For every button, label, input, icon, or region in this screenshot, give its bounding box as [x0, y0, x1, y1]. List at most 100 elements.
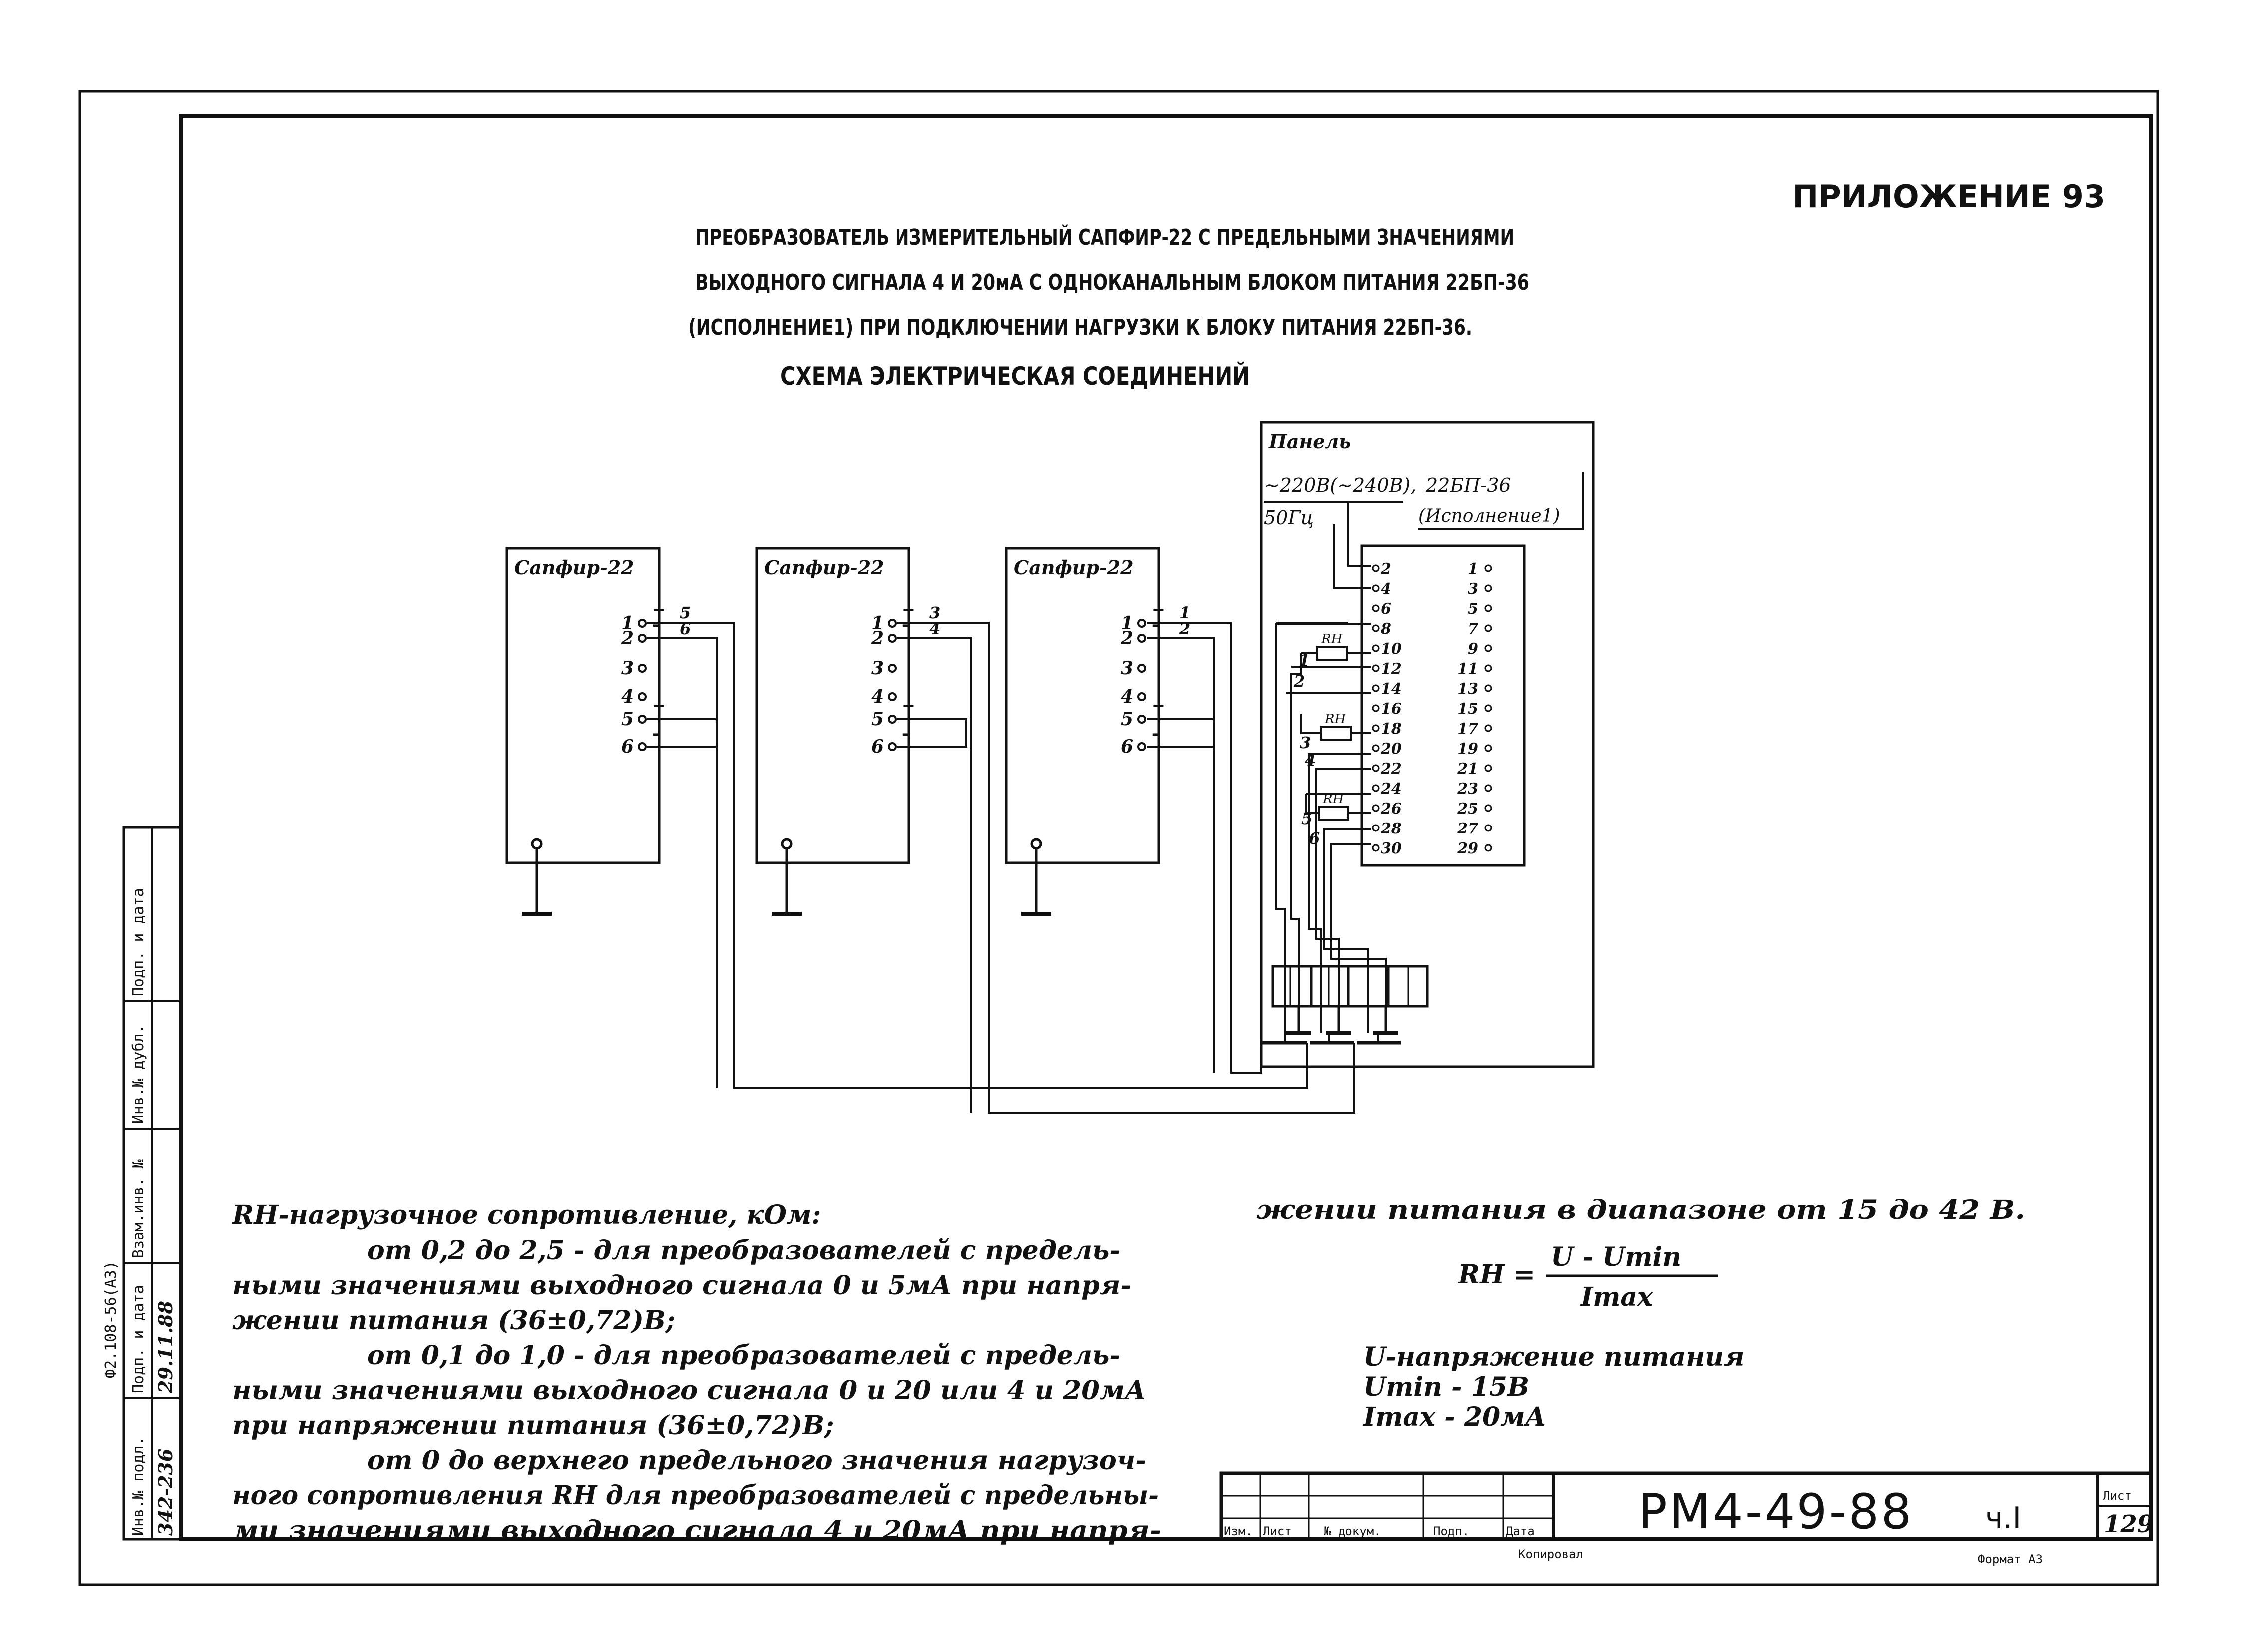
power-unit-name: 22БП-36 [1425, 474, 1511, 496]
legend-u: U-напряжение питания [1363, 1342, 1744, 1372]
strip-label-sign-date: Подп. и дата [130, 1285, 147, 1393]
unit-terminal-20-contact [1372, 744, 1380, 752]
load-resistor-1: RН [1321, 632, 1343, 647]
stamp-format: Формат А3 [1978, 1552, 2043, 1566]
transmitter-2-terminal-3-contact [888, 664, 897, 673]
load-circuits [1275, 622, 1387, 1033]
panel-supply-line2: 50Гц [1264, 507, 1314, 529]
unit-terminal-24-contact [1372, 784, 1380, 792]
output-terminal-block [1271, 965, 1429, 1035]
unit-terminal-8-contact [1372, 624, 1380, 632]
unit-terminal-23-contact [1484, 784, 1492, 792]
note-left-5: от 0,1 до 1,0 - для преобразователей с п… [367, 1340, 1120, 1371]
transmitter-2-terminal-2: 2 [871, 628, 884, 649]
unit-terminal-1: 1 [1468, 560, 1478, 578]
note-left-9: ного сопротивления RН для преобразовател… [232, 1480, 1159, 1511]
load-resistor-3: RН [1322, 792, 1345, 807]
unit-terminal-3: 3 [1468, 580, 1478, 598]
unit-terminal-18-contact [1372, 724, 1380, 732]
transmitter-1-terminal-6-contact [638, 742, 647, 751]
unit-terminal-23: 23 [1457, 780, 1478, 798]
unit-terminal-30-contact [1372, 844, 1380, 852]
transmitter-2-box [755, 547, 910, 864]
transmitter-3-terminal-1: 1 [1121, 613, 1133, 634]
transmitter-1-polarity-2: + [652, 696, 666, 715]
stamp-copied: Копировал [1518, 1547, 1583, 1561]
stamp-col-doc: № докум. [1324, 1524, 1381, 1538]
unit-terminal-16-contact [1372, 704, 1380, 712]
unit-terminal-30: 30 [1381, 840, 1402, 857]
title-line-3: (ИСПОЛНЕНИЕ1) ПРИ ПОДКЛЮЧЕНИИ НАГРУЗКИ К… [688, 315, 1472, 340]
transmitter-2-terminal-6: 6 [871, 736, 884, 757]
strip-inv-value: 342-236 [154, 1449, 177, 1536]
unit-terminal-6: 6 [1381, 600, 1391, 618]
strip-label-repl: Взам.инв. № [130, 1159, 147, 1258]
notes-right: жении питания в диапазоне от 15 до 42 В.… [1256, 1195, 2025, 1432]
unit-terminal-2: 2 [1380, 560, 1391, 578]
transmitter-1-terminal-3: 3 [621, 658, 634, 679]
transmitter-2-terminal-4: 4 [871, 686, 884, 707]
unit-terminal-14-contact [1372, 684, 1380, 692]
side-strip [122, 826, 182, 1541]
note-left-2: от 0,2 до 2,5 - для преобразователей с п… [367, 1236, 1120, 1266]
unit-terminal-16: 16 [1381, 700, 1402, 718]
unit-terminal-13: 13 [1457, 680, 1478, 698]
transmitter-3-polarity-3: - [1152, 724, 1158, 743]
loop-label-3: 3 [1300, 733, 1311, 752]
transmitter-1-terminal-5: 5 [621, 709, 634, 730]
transmitter-1-box [505, 547, 661, 864]
transmitter-1-terminal-2-contact [638, 634, 647, 643]
transmitter-2-terminal-2-contact [888, 634, 897, 643]
unit-terminal-21: 21 [1457, 760, 1478, 778]
unit-terminal-11: 11 [1457, 660, 1478, 678]
unit-terminal-18: 18 [1381, 720, 1402, 738]
unit-terminal-29-contact [1484, 844, 1492, 852]
legend-imax: Imax - 20мА [1362, 1402, 1546, 1432]
transmitter-3-terminal-3: 3 [1121, 658, 1133, 679]
unit-terminal-9: 9 [1468, 640, 1478, 658]
unit-terminal-13-contact [1484, 684, 1492, 692]
transmitter-2-polarity-1: - [902, 615, 908, 634]
transmitter-2-terminal-1: 1 [871, 613, 884, 634]
unit-terminal-7-contact [1484, 624, 1492, 632]
note-left-3: ными значениями выходного сигнала 0 и 5м… [232, 1270, 1131, 1301]
unit-terminal-2-contact [1372, 564, 1380, 572]
panel-label: Панель [1268, 430, 1351, 453]
transmitter-3-box [1005, 547, 1160, 864]
transmitter-1-wire-5: 5 [680, 603, 691, 622]
transmitter-2-terminal-5-contact [888, 715, 897, 724]
unit-terminal-5: 5 [1468, 600, 1478, 618]
appendix-label: ПРИЛОЖЕНИЕ 93 [1793, 178, 2105, 215]
transmitter-1-terminal-4: 4 [621, 686, 634, 707]
transmitter-3-wire-2: 2 [1179, 619, 1190, 638]
unit-terminal-22: 22 [1380, 760, 1402, 778]
unit-terminal-20: 20 [1380, 740, 1402, 758]
title-block [1219, 1471, 2153, 1541]
strip-label-inv-dup: Инв.№ дубл. [130, 1024, 147, 1124]
unit-terminal-28-contact [1372, 824, 1380, 832]
stamp-col-date: Дата [1506, 1524, 1535, 1538]
note-right-1: жении питания в диапазоне от 15 до 42 В. [1256, 1195, 2025, 1225]
panel-supply-line1: ~220В(~240В), [1264, 474, 1416, 496]
loop-label-1: 1 [1299, 651, 1310, 670]
outer-frame [78, 90, 2159, 1586]
unit-terminal-24: 24 [1380, 780, 1402, 798]
transmitter-2-wire-4: 4 [929, 619, 940, 638]
note-left-6: ными значениями выходного сигнала 0 и 20… [232, 1375, 1146, 1406]
unit-terminal-4: 4 [1381, 580, 1391, 598]
transmitter-3-terminal-1-contact [1137, 619, 1146, 628]
document-number: РМ4-49-88 [1638, 1484, 1913, 1540]
loop-label-4: 4 [1305, 751, 1316, 770]
unit-terminal-21-contact [1484, 764, 1492, 772]
transmitter-1-terminal-6: 6 [621, 736, 634, 757]
transmitter-3-terminal-6: 6 [1121, 736, 1133, 757]
transmitter-2-label: Сапфир-22 [764, 556, 884, 579]
unit-terminal-1-contact [1484, 564, 1492, 572]
loop-label-2: 2 [1293, 672, 1305, 691]
formula-denominator: Imax [1580, 1282, 1653, 1312]
wiring [647, 622, 1401, 1114]
unit-terminal-15: 15 [1457, 700, 1478, 718]
stamp-sheet-label: Лист [2103, 1489, 2132, 1503]
transmitter-1-terminal-4-contact [638, 692, 647, 701]
